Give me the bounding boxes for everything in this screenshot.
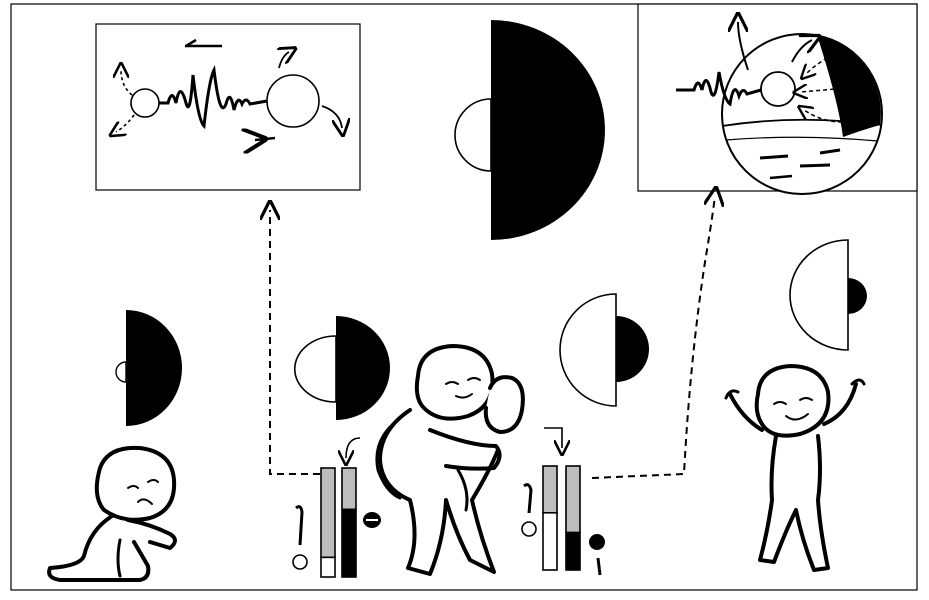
inner-particle-icon [760,71,796,107]
arrow-icon [121,70,133,96]
gauge-bar-level [320,556,336,578]
gauge-bar-level [542,511,558,571]
half-moon-icon [294,316,390,420]
wave-icon [676,71,762,107]
arrow-icon [800,88,849,92]
arrow-icon [321,105,342,128]
gauge-bar-empty [542,465,558,514]
sphere-mark [769,174,793,180]
happy-figure [724,364,866,572]
sad-figure [47,445,177,582]
half-moon-icon [559,293,649,407]
arrow-icon [255,138,276,140]
arrow-icon [544,427,562,448]
gauge-left [320,467,357,578]
exclamation-icon [521,483,537,537]
arrow-icon [804,110,843,123]
arrow-icon [791,40,812,63]
wave-icon [159,64,268,130]
arrow-icon [806,51,841,74]
sphere-mark [819,148,841,155]
arrow-icon [185,38,197,48]
arrow-icon [279,52,289,69]
half-moon-icon [454,20,605,240]
arrow-icon [591,196,715,479]
carrying-figure [375,344,525,576]
panel-sphere-cutaway [637,3,918,195]
gauge-right [542,465,581,571]
arrow-icon [116,114,135,132]
sphere-dark-crescent [817,35,881,137]
gauge-bar-empty [320,467,336,559]
exclamation-icon [292,505,308,570]
sphere-equator [725,136,879,142]
arrow-icon [738,22,749,71]
minus-sign-icon [363,512,381,528]
small-particle-icon [130,88,160,118]
arrow-icon [346,437,361,458]
large-particle-icon [266,74,320,128]
panel-wave-exchange [95,23,361,191]
half-moon-icon [789,239,867,351]
gauge-bar-fill [565,531,581,571]
sphere-mark [799,163,831,168]
half-moon-icon [115,310,182,426]
dot-icon [589,534,605,576]
sphere-mark [759,154,789,160]
gauge-bar-fill [341,508,357,578]
gauge-bar-empty [341,467,357,511]
gauge-bar-empty [565,465,581,534]
arrow-icon [270,210,320,475]
